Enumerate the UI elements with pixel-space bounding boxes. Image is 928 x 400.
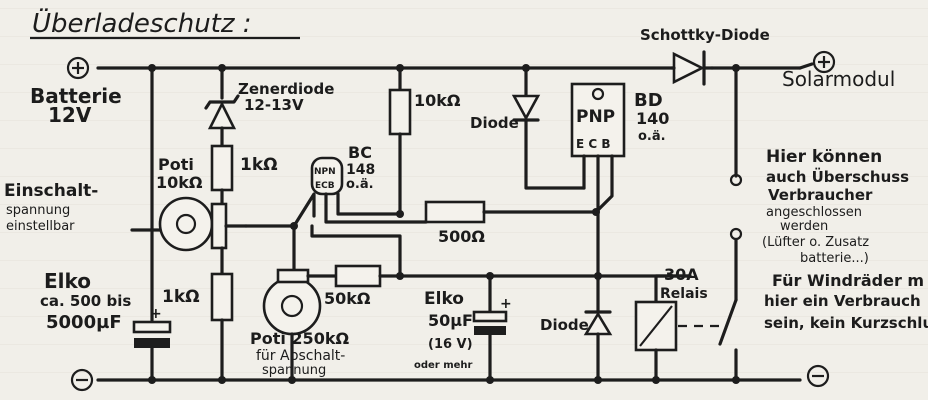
resistor-50k	[334, 264, 382, 288]
svg-text:10kΩ: 10kΩ	[156, 173, 203, 192]
svg-text:50kΩ: 50kΩ	[324, 289, 371, 308]
relay-switch	[718, 298, 738, 346]
battery-plus-terminal	[66, 56, 90, 80]
load-terminal-minus	[729, 227, 743, 241]
svg-text:50µF: 50µF	[428, 311, 473, 330]
elko-left	[132, 320, 172, 334]
resistor-500	[424, 200, 486, 224]
svg-text:Hier können: Hier können	[766, 147, 882, 167]
load-terminal-plus	[729, 173, 743, 187]
ground-right-terminal	[806, 364, 830, 388]
poti-250k[interactable]	[262, 276, 322, 336]
elko-middle	[472, 310, 508, 323]
svg-text:ECB: ECB	[315, 181, 335, 191]
svg-text:Diode: Diode	[540, 316, 589, 334]
svg-text:1kΩ: 1kΩ	[162, 287, 200, 307]
solar-label: Solarmodul	[782, 67, 895, 91]
svg-text:BD: BD	[634, 90, 663, 111]
svg-text:148: 148	[346, 162, 375, 178]
svg-text:140: 140	[636, 109, 669, 128]
svg-text:+: +	[500, 296, 512, 312]
svg-text:5000µF: 5000µF	[46, 312, 122, 333]
svg-text:batterie...): batterie...)	[800, 251, 869, 266]
svg-text:(16 V): (16 V)	[428, 337, 473, 352]
svg-text:30A: 30A	[664, 265, 699, 284]
poti-10k[interactable]	[158, 196, 214, 252]
svg-text:ca. 500 bis: ca. 500 bis	[40, 292, 131, 310]
svg-text:auch Überschuss: auch Überschuss	[766, 167, 909, 186]
svg-text:angeschlossen: angeschlossen	[766, 205, 862, 220]
svg-text:hier ein Verbrauch: hier ein Verbrauch	[764, 292, 921, 310]
svg-text:1kΩ: 1kΩ	[240, 155, 278, 175]
ground-left-terminal	[70, 368, 94, 392]
svg-text:Relais: Relais	[660, 286, 708, 302]
svg-text:500Ω: 500Ω	[438, 227, 485, 246]
svg-text:Diode: Diode	[470, 114, 519, 132]
resistor-10k	[388, 88, 412, 136]
resistor-1k-top	[210, 144, 234, 192]
battery-label: Batterie	[30, 84, 122, 108]
svg-text:spannung: spannung	[262, 363, 326, 378]
svg-text:Verbraucher: Verbraucher	[768, 186, 873, 204]
diode-top	[511, 94, 541, 121]
poti-top-label: Poti	[158, 155, 194, 174]
svg-text:werden: werden	[780, 219, 828, 234]
svg-text:Elko: Elko	[424, 289, 464, 309]
svg-text:sein, kein Kurzschlu: sein, kein Kurzschlu	[764, 314, 928, 332]
solar-plus-terminal	[812, 50, 836, 74]
svg-text:PNP: PNP	[576, 107, 615, 127]
svg-text:Für Windräder m: Für Windräder m	[772, 271, 924, 290]
zener-diode	[207, 101, 237, 130]
diagram-title: Überladeschutz :	[32, 7, 252, 39]
svg-text:für Abschalt-: für Abschalt-	[256, 348, 345, 364]
elko-left-label: Elko	[44, 269, 91, 293]
svg-text:E C B: E C B	[576, 137, 611, 151]
svg-text:Einschalt-: Einschalt-	[4, 181, 98, 201]
svg-text:NPN: NPN	[314, 167, 336, 177]
svg-text:BC: BC	[348, 143, 372, 162]
schottky-diode	[672, 51, 705, 85]
svg-text:12-13V: 12-13V	[244, 96, 304, 114]
svg-text:o.ä.: o.ä.	[638, 129, 666, 144]
zener-label: Zenerdiode	[238, 80, 334, 98]
diode-bottom	[583, 311, 613, 336]
svg-text:10kΩ: 10kΩ	[414, 91, 461, 110]
svg-text:einstellbar: einstellbar	[6, 219, 75, 234]
schottky-label: Schottky-Diode	[640, 26, 770, 44]
resistor-1k-bottom	[210, 272, 234, 322]
svg-text:(Lüfter o. Zusatz: (Lüfter o. Zusatz	[762, 235, 869, 250]
svg-text:o.ä.: o.ä.	[346, 177, 374, 192]
svg-text:oder mehr: oder mehr	[414, 360, 473, 371]
svg-text:spannung: spannung	[6, 203, 70, 218]
battery-voltage: 12V	[48, 103, 92, 127]
pnp-transistor	[570, 82, 626, 158]
svg-text:Poti 250kΩ: Poti 250kΩ	[250, 329, 349, 348]
svg-text:+: +	[150, 306, 162, 322]
